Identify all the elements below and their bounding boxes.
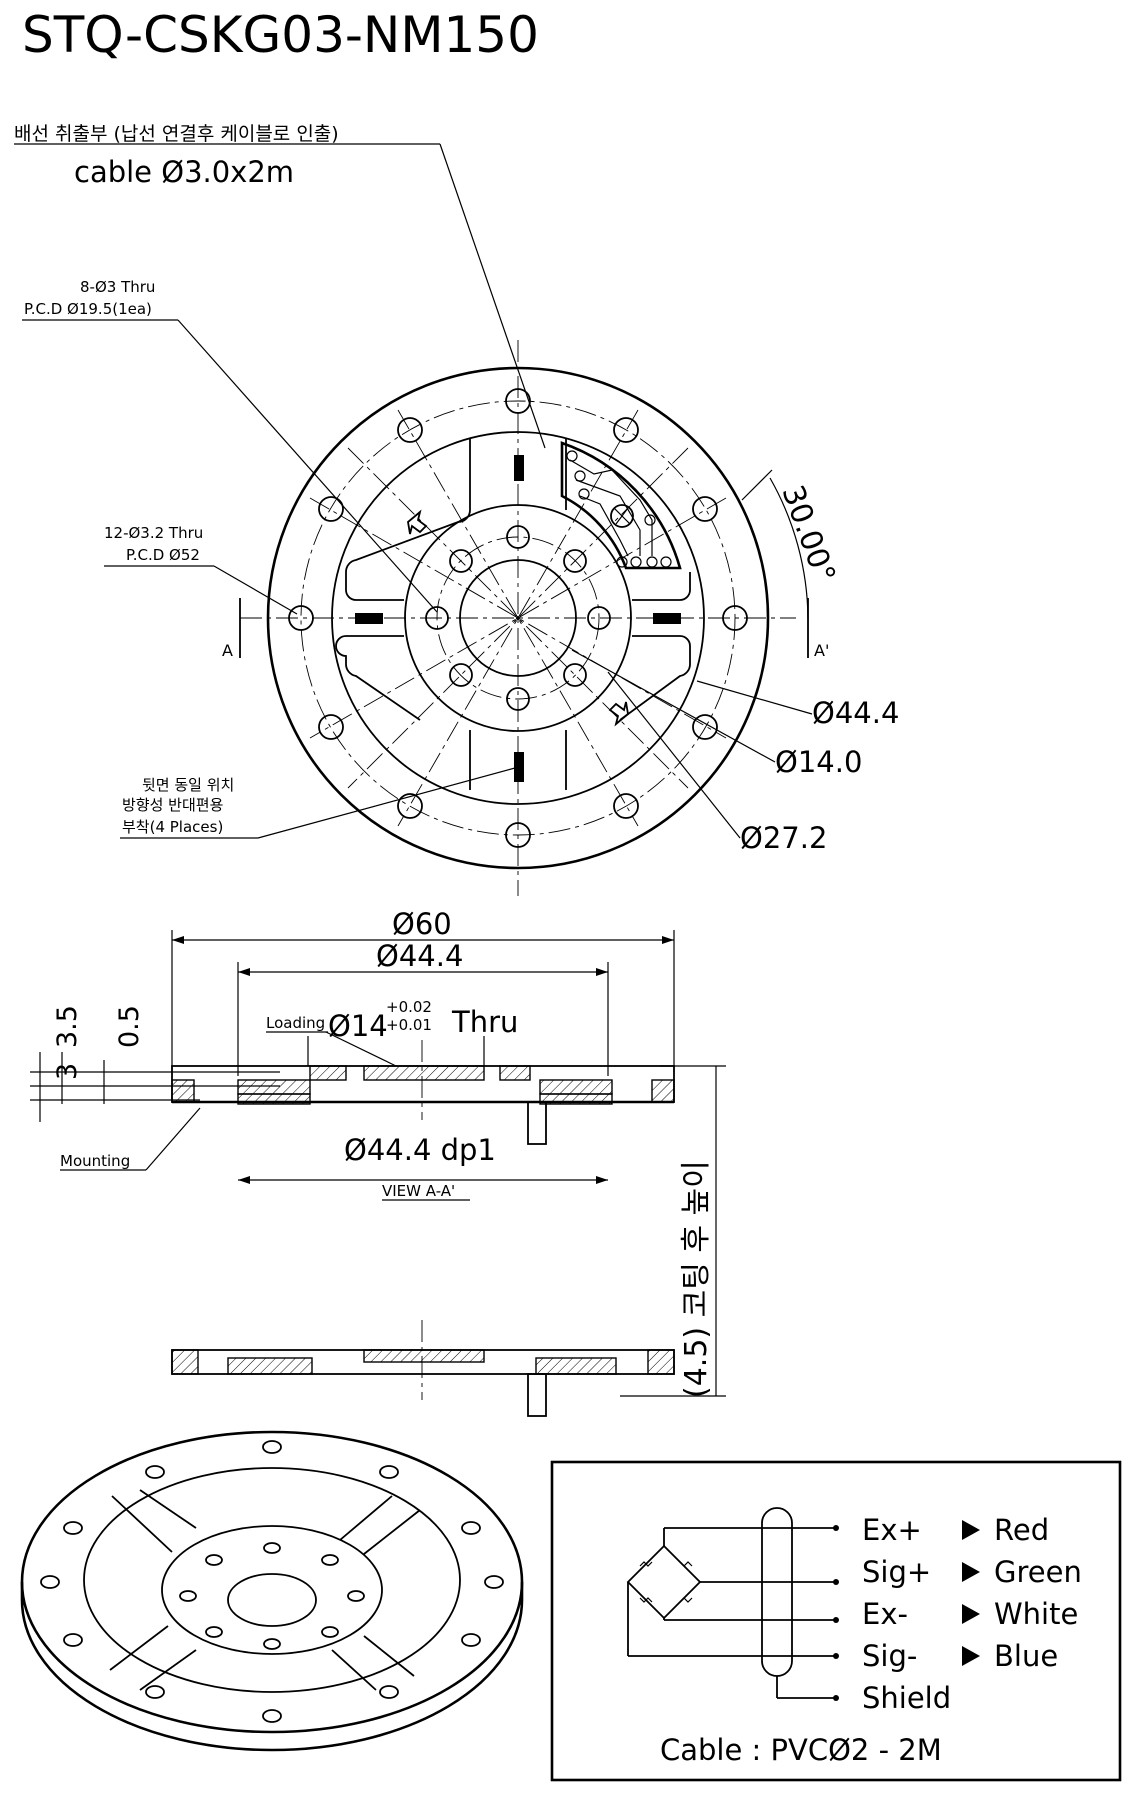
wire-color-label: White [994,1597,1078,1631]
angle-label: 30.00° [774,481,841,588]
dim-0-5: 0.5 [114,1005,145,1048]
iso-bore [227,1573,317,1627]
section-marker-a: A [222,641,233,660]
direction-arrow-icon [608,701,629,727]
top-view: A A' 30.00° 배선 취출부 (납선 연결후 케이블로 인출) cabl… [14,123,899,896]
signal-label: Sig+ [862,1555,931,1589]
wheatstone-bridge [626,1544,702,1620]
dim-44-section: Ø44.4 [376,939,463,973]
iso-ring [83,1467,461,1693]
wire-end-dots [833,1525,839,1701]
cable-shield [761,1507,793,1677]
cable-exit-note: 배선 취출부 (납선 연결후 케이블로 인출) [14,123,339,145]
section-view: Ø60 Ø44.4 3 3.5 0.5 Loading Ø14 +0.02 +0… [30,907,726,1417]
play-arrow-icon [962,1520,980,1666]
signal-label: Shield [862,1681,951,1715]
loading-label: Loading [266,1014,325,1032]
bore-tol-lower: +0.01 [386,1016,432,1034]
wire-color-label: Red [994,1513,1049,1547]
spoke-slot-nw [345,438,471,601]
dim-44-dp1: Ø44.4 dp1 [344,1133,496,1167]
holes-8-line1: 8-Ø3 Thru [80,278,155,296]
strain-gauge-left [355,613,383,624]
wiring-frame [550,1460,1122,1782]
cable-spec: cable Ø3.0x2m [74,155,294,189]
strain-gauge-top [514,455,524,481]
back-note-1: 뒷면 동일 위치 [142,776,234,794]
dim-27-top: Ø27.2 [740,821,827,855]
spoke-slot-se [565,635,691,790]
wiring-pcb [560,441,682,570]
dim-60: Ø60 [392,907,452,941]
dim-3-5: 3.5 [52,1005,83,1048]
isometric-view [20,1430,524,1752]
wire-color-label: Green [994,1555,1082,1589]
angle-arc [769,477,809,619]
iso-hub [161,1525,383,1655]
wire-color-label: Blue [994,1639,1058,1673]
dim-44-top: Ø44.4 [812,696,899,730]
view-label: VIEW A-A' [382,1182,455,1200]
holes-12-line1: 12-Ø3.2 Thru [104,524,203,542]
direction-arrow-icon [407,509,428,535]
iso-holes [40,1440,504,1723]
height-note: (4.5) 코팅 후 높이 [679,1160,714,1398]
bore-thru: Thru [451,1005,518,1039]
drawing-title: STQ-CSKG03-NM150 [22,6,539,64]
mounting-label: Mounting [60,1152,130,1170]
section-marker-a-prime: A' [814,641,829,660]
back-note-3: 부착(4 Places) [122,818,223,836]
resistor-icon [639,1561,693,1603]
iso-outer-top [20,1430,524,1734]
wiring-diagram: Ex+ Sig+ Ex- Sig- Shield Red Green White… [550,1460,1122,1782]
spoke-slot-sw [335,635,471,790]
dim-14-top: Ø14.0 [775,745,862,779]
signal-label: Ex+ [862,1513,922,1547]
cable-stub [527,1101,547,1145]
holes-8-line2: P.C.D Ø19.5(1ea) [24,300,152,318]
back-note-2: 방향성 반대편용 [122,796,223,814]
outer-mounting-holes [288,388,748,848]
holes-12-line2: P.C.D Ø52 [126,546,200,564]
signal-label: Ex- [862,1597,908,1631]
signal-label: Sig- [862,1639,917,1673]
strain-gauge-bottom [514,752,524,782]
bore-tol-upper: +0.02 [386,998,432,1016]
inner-load-holes [425,525,611,711]
cable-spec-label: Cable : PVCØ2 - 2M [660,1733,942,1767]
strain-gauge-right [653,613,681,624]
